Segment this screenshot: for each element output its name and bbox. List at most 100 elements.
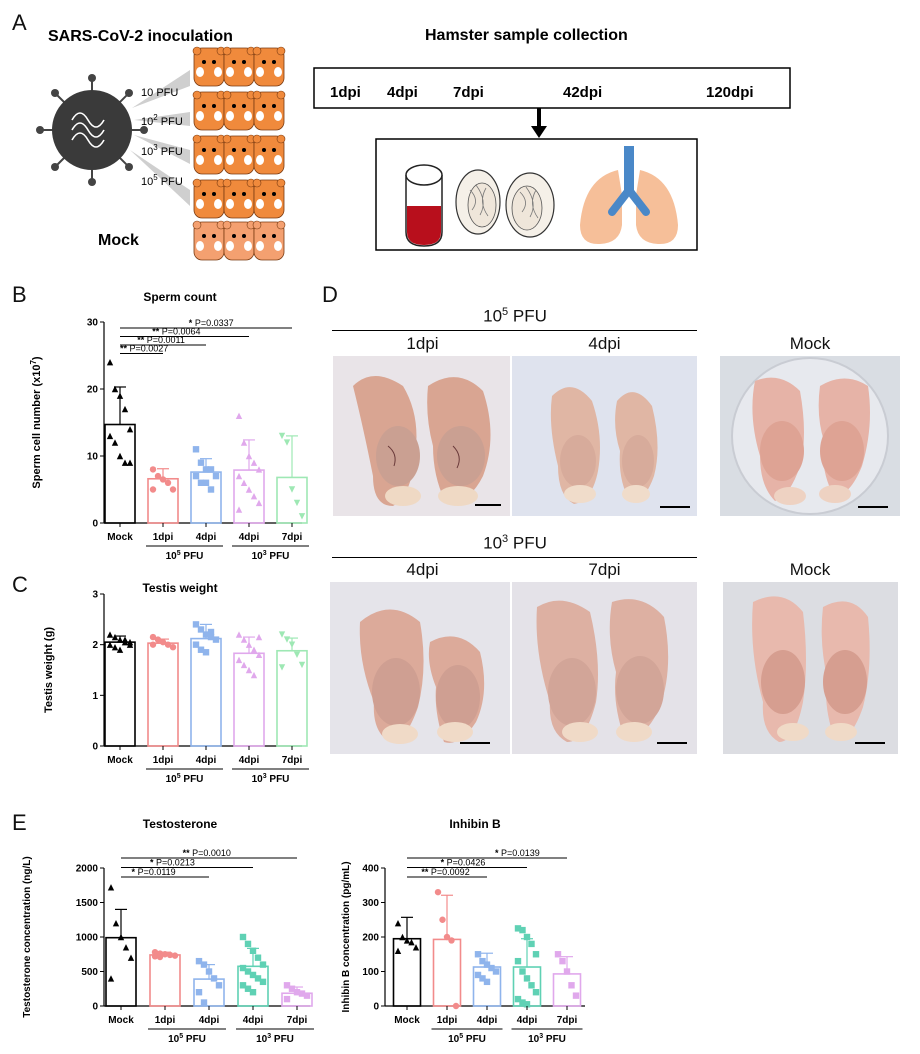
dose-label-2: 102 PFU [141, 113, 183, 128]
significance-label: * P=0.0426 [441, 858, 486, 868]
data-point [200, 999, 208, 1006]
significance-label: * P=0.0213 [150, 858, 195, 868]
hamster-icon [222, 90, 256, 131]
data-point [244, 968, 252, 975]
data-point [159, 476, 167, 483]
data-point [235, 472, 243, 480]
dose-label-3: 103 PFU [141, 143, 183, 158]
data-point [249, 947, 257, 954]
data-point [298, 661, 306, 669]
data-point [255, 499, 263, 507]
data-point [479, 975, 486, 982]
hamster-eye [242, 104, 246, 108]
significance-label: * P=0.0139 [495, 848, 540, 858]
hamster-cheek [214, 199, 222, 209]
data-point [563, 968, 571, 975]
group1-label: 105 PFU [483, 306, 547, 326]
x-tick-label: 7dpi [282, 755, 303, 766]
hamster-eye [212, 148, 216, 152]
y-tick-label: 100 [362, 967, 379, 978]
blood-tube-icon [405, 164, 443, 247]
data-point [235, 506, 243, 513]
data-point [244, 940, 252, 948]
group-label: 103 PFU [252, 550, 290, 562]
data-point [207, 633, 215, 641]
hamster-eye [262, 104, 266, 108]
y-tick-label: 2 [92, 640, 98, 651]
x-tick-label: 7dpi [282, 532, 303, 543]
hamster-eye [202, 192, 206, 196]
y-tick-label: 3 [92, 590, 98, 601]
data-point [479, 957, 486, 965]
hamster-eye [242, 148, 246, 152]
data-point [121, 459, 129, 466]
data-point [259, 961, 267, 968]
data-point [250, 646, 258, 653]
data-point [394, 947, 402, 954]
data-point [249, 989, 257, 996]
testis-photo-7dpi [512, 582, 697, 754]
data-point [169, 644, 177, 651]
hamster-ear [192, 220, 202, 230]
panel-letter-a: A [12, 10, 27, 35]
data-point [122, 944, 130, 951]
data-point [399, 933, 406, 941]
x-tick-label: Mock [107, 532, 133, 543]
hamster-eye [262, 192, 266, 196]
data-point [528, 940, 535, 948]
significance-label: * P=0.0119 [132, 867, 176, 877]
collection-title: Hamster sample collection [425, 27, 628, 44]
data-point [106, 641, 114, 648]
data-point [255, 633, 263, 641]
data-point [154, 472, 162, 480]
hamster-icon [252, 178, 286, 219]
data-point [106, 631, 114, 638]
y-tick-label: 400 [362, 864, 379, 875]
data-point [244, 985, 252, 992]
arrow-down-icon [531, 108, 547, 138]
hamster-ear [276, 46, 286, 56]
data-point [254, 975, 262, 982]
chart-title: Testosterone [143, 817, 218, 831]
x-tick-label: 7dpi [557, 1015, 578, 1026]
hamster-ear [276, 134, 286, 144]
data-point [492, 968, 500, 975]
hamster-cheek [274, 67, 282, 77]
timeline-1dpi: 1dpi [330, 84, 361, 101]
hamster-ear [192, 46, 202, 56]
bar [149, 954, 181, 1007]
y-tick-label: 20 [87, 385, 99, 396]
data-point [514, 957, 522, 965]
y-tick-label: 1000 [76, 933, 99, 944]
data-point [207, 486, 215, 493]
hamster-ear [222, 134, 232, 144]
data-point [250, 459, 258, 466]
x-tick-label: 4dpi [477, 1015, 498, 1026]
group-label: 105 PFU [448, 1033, 486, 1045]
y-axis-label: Sperm cell number (x107) [29, 356, 43, 489]
y-axis-label: Testosterone concentration (ng/L) [22, 856, 33, 1018]
significance-label: ** P=0.0064 [152, 327, 200, 337]
hamster-eye [272, 104, 276, 108]
hamster-eye [202, 148, 206, 152]
data-point [111, 644, 119, 651]
bar [105, 936, 137, 1007]
bar [147, 477, 179, 524]
hamster-cheek [226, 199, 234, 209]
bar [104, 641, 136, 747]
data-point [161, 951, 169, 958]
data-point [514, 995, 522, 1003]
x-tick-label: Mock [394, 1015, 420, 1026]
data-point [126, 638, 134, 646]
hamster-icon [192, 134, 226, 175]
data-point [278, 664, 286, 671]
hamster-eye [262, 60, 266, 64]
data-point [116, 392, 124, 399]
hamster-cheek [274, 199, 282, 209]
bar [147, 642, 179, 747]
significance-label: ** P=0.0092 [421, 867, 469, 877]
data-point [164, 479, 172, 486]
data-point [197, 479, 205, 486]
data-point [126, 426, 134, 433]
data-point [394, 920, 402, 927]
